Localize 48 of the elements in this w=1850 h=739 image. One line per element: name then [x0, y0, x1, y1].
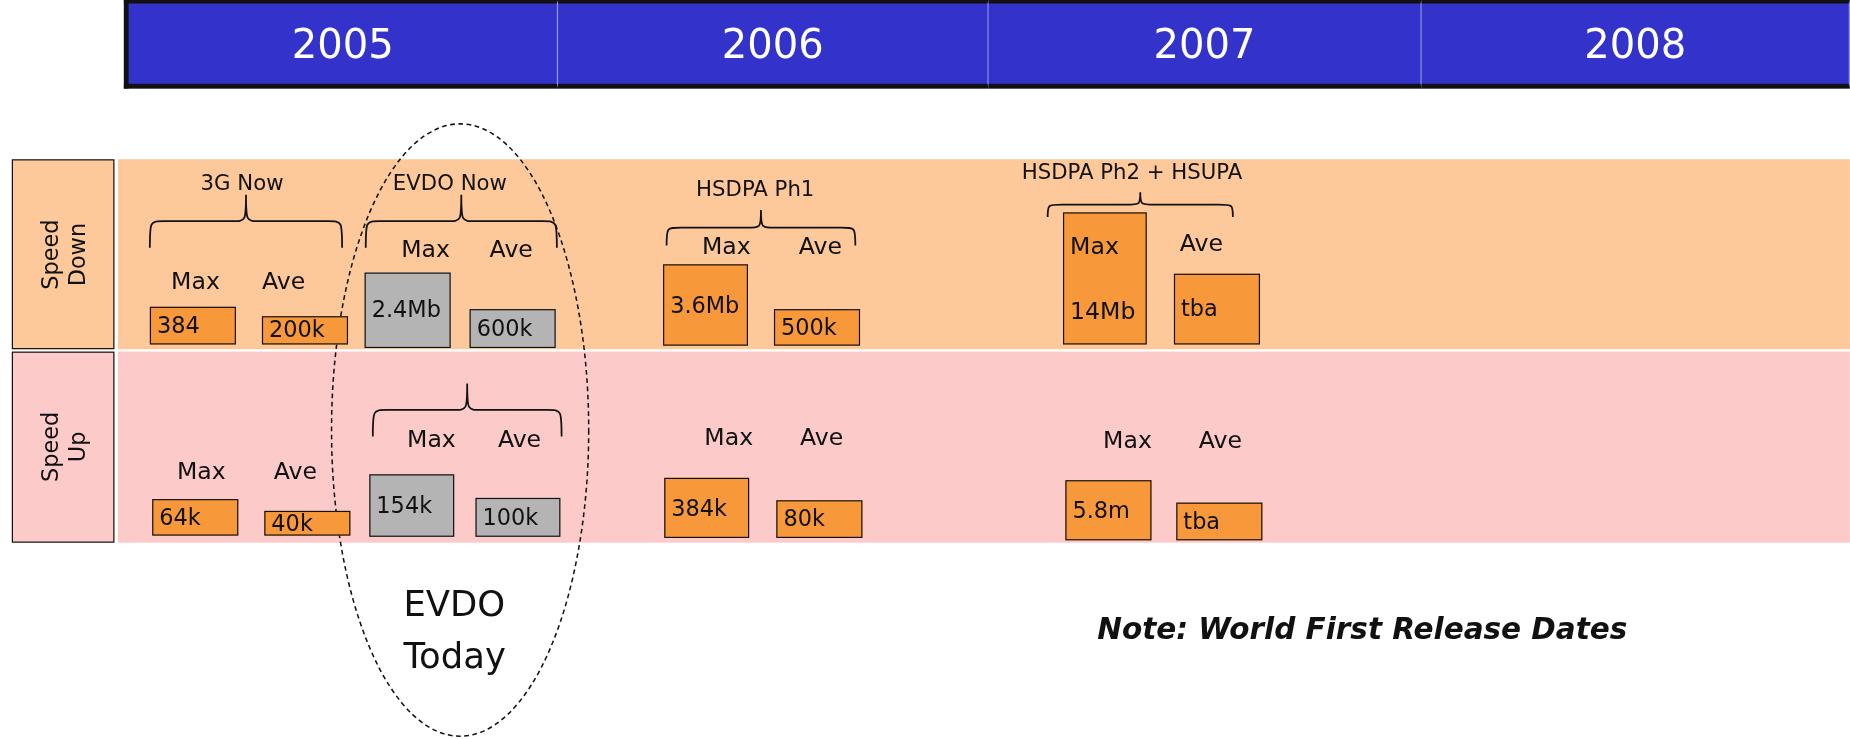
column-label: Max — [704, 423, 754, 450]
row-header-box — [11, 351, 115, 543]
column-label: Max — [1103, 427, 1152, 454]
column-label: Max — [176, 457, 226, 484]
group-label: EVDO Now — [392, 171, 507, 195]
group-label: HSDPA Ph1 — [696, 176, 815, 201]
value-bar: 3.6Mb — [663, 264, 748, 346]
column-label: Ave — [273, 457, 317, 484]
value-bar: 500k — [773, 309, 861, 346]
group-label: 3G Now — [200, 171, 284, 195]
value-bar: 384k — [664, 477, 750, 538]
value-bar: 64k — [152, 499, 239, 536]
column-label: Max — [702, 232, 751, 259]
column-label: Ave — [261, 267, 306, 294]
column-label: Ave — [489, 235, 533, 262]
value-text: 14Mb — [1070, 298, 1136, 324]
value-bar: 5.8m — [1065, 480, 1152, 541]
value-bar: 100k — [475, 497, 561, 537]
row-label: Speed Down — [36, 218, 90, 292]
value-bar: 2.4Mb — [364, 272, 451, 349]
value-bar: 200k — [261, 316, 349, 345]
column-label: Max — [407, 425, 456, 452]
column-label: Ave — [799, 423, 844, 450]
value-bar: 384 — [149, 306, 236, 345]
caption-text: EVDO Today — [403, 581, 507, 678]
dashed-ellipse — [330, 122, 590, 738]
column-label: Max — [1070, 233, 1119, 259]
column-label: Ave — [497, 425, 542, 452]
row-header-box — [11, 159, 115, 350]
value-bar: tba — [1176, 502, 1263, 541]
value-bar: 154k — [369, 474, 455, 537]
year-header: 2005 — [123, 0, 559, 89]
column-label: Max — [401, 235, 450, 262]
year-header: 2008 — [1421, 0, 1850, 89]
value-bar: tba — [1173, 273, 1261, 345]
row-label: Speed Up — [36, 411, 90, 485]
year-header: 2007 — [988, 0, 1422, 89]
value-bar: 40k — [264, 510, 351, 536]
note-text: Note: World First Release Dates — [1097, 613, 1628, 646]
column-label: Ave — [1198, 427, 1242, 454]
value-bar: 80k — [776, 500, 863, 538]
year-header: 2006 — [558, 0, 989, 89]
column-label: Ave — [1179, 230, 1224, 256]
column-label: Max — [171, 267, 220, 294]
value-bar — [1063, 212, 1147, 345]
value-bar: 600k — [469, 309, 556, 349]
column-label: Ave — [798, 232, 842, 259]
group-label: HSDPA Ph2 + HSUPA — [1021, 160, 1243, 184]
